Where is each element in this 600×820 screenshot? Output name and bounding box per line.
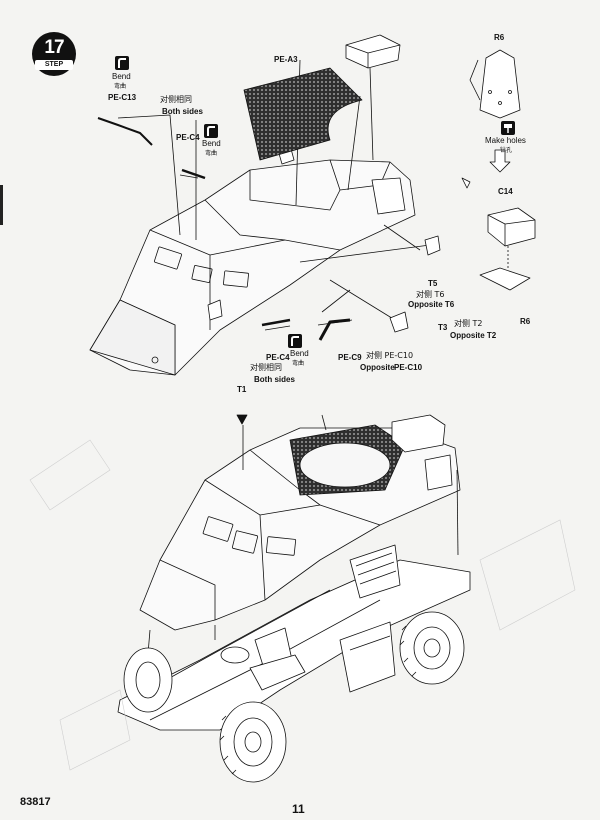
step-badge: 17 STEP xyxy=(32,32,76,76)
label-pe-c13: PE-C13 xyxy=(108,93,137,102)
label-both-sides-cn: 对侧相同 xyxy=(160,95,192,104)
label-c14: C14 xyxy=(498,187,513,196)
label-bend-cn: 弯曲 xyxy=(114,83,127,90)
label-make-holes-cn: 钻孔 xyxy=(500,147,513,154)
label-bend: Bend xyxy=(112,72,131,81)
label-pe-a3: PE-A3 xyxy=(274,55,298,64)
page-number: 11 xyxy=(292,802,305,816)
label-opposite-t2-cn: 对侧 T2 xyxy=(454,319,483,328)
label-opposite-pe-c10-cn: 对侧 PE-C10 xyxy=(366,351,414,360)
bend-icon xyxy=(288,334,302,348)
label-bend: Bend xyxy=(202,139,221,148)
label-both-sides-cn: 对侧相同 xyxy=(250,363,282,372)
step-number: 17 xyxy=(44,37,64,58)
label-r6: R6 xyxy=(494,33,505,42)
label-both-sides: Both sides xyxy=(162,107,203,116)
label-opposite-t2: Opposite T2 xyxy=(450,331,497,340)
label-both-sides: Both sides xyxy=(254,375,295,384)
label-pe-c10: PE-C10 xyxy=(394,363,423,372)
bend-icon xyxy=(204,124,218,138)
label-make-holes: Make holes xyxy=(485,136,526,145)
label-r6: R6 xyxy=(520,317,531,326)
lower-vehicle xyxy=(117,414,471,783)
label-pe-c4: PE-C4 xyxy=(266,353,290,362)
label-opposite-t6: Opposite T6 xyxy=(408,300,455,309)
label-opposite: Opposite xyxy=(360,363,395,372)
label-bend-cn: 弯曲 xyxy=(292,360,305,367)
label-bend-cn: 弯曲 xyxy=(205,150,218,157)
label-t3: T3 xyxy=(438,323,448,332)
label-pe-c4: PE-C4 xyxy=(176,133,200,142)
drill-icon xyxy=(501,121,515,135)
label-t1: T1 xyxy=(237,385,247,394)
label-t5: T5 xyxy=(428,279,438,288)
step-word: STEP xyxy=(35,60,73,70)
upper-hull xyxy=(89,34,536,376)
bend-icon xyxy=(115,56,129,70)
label-bend: Bend xyxy=(290,349,309,358)
kit-number: 83817 xyxy=(20,796,51,808)
label-opposite-t6-cn: 对侧 T6 xyxy=(416,290,445,299)
label-pe-c9: PE-C9 xyxy=(338,353,362,362)
